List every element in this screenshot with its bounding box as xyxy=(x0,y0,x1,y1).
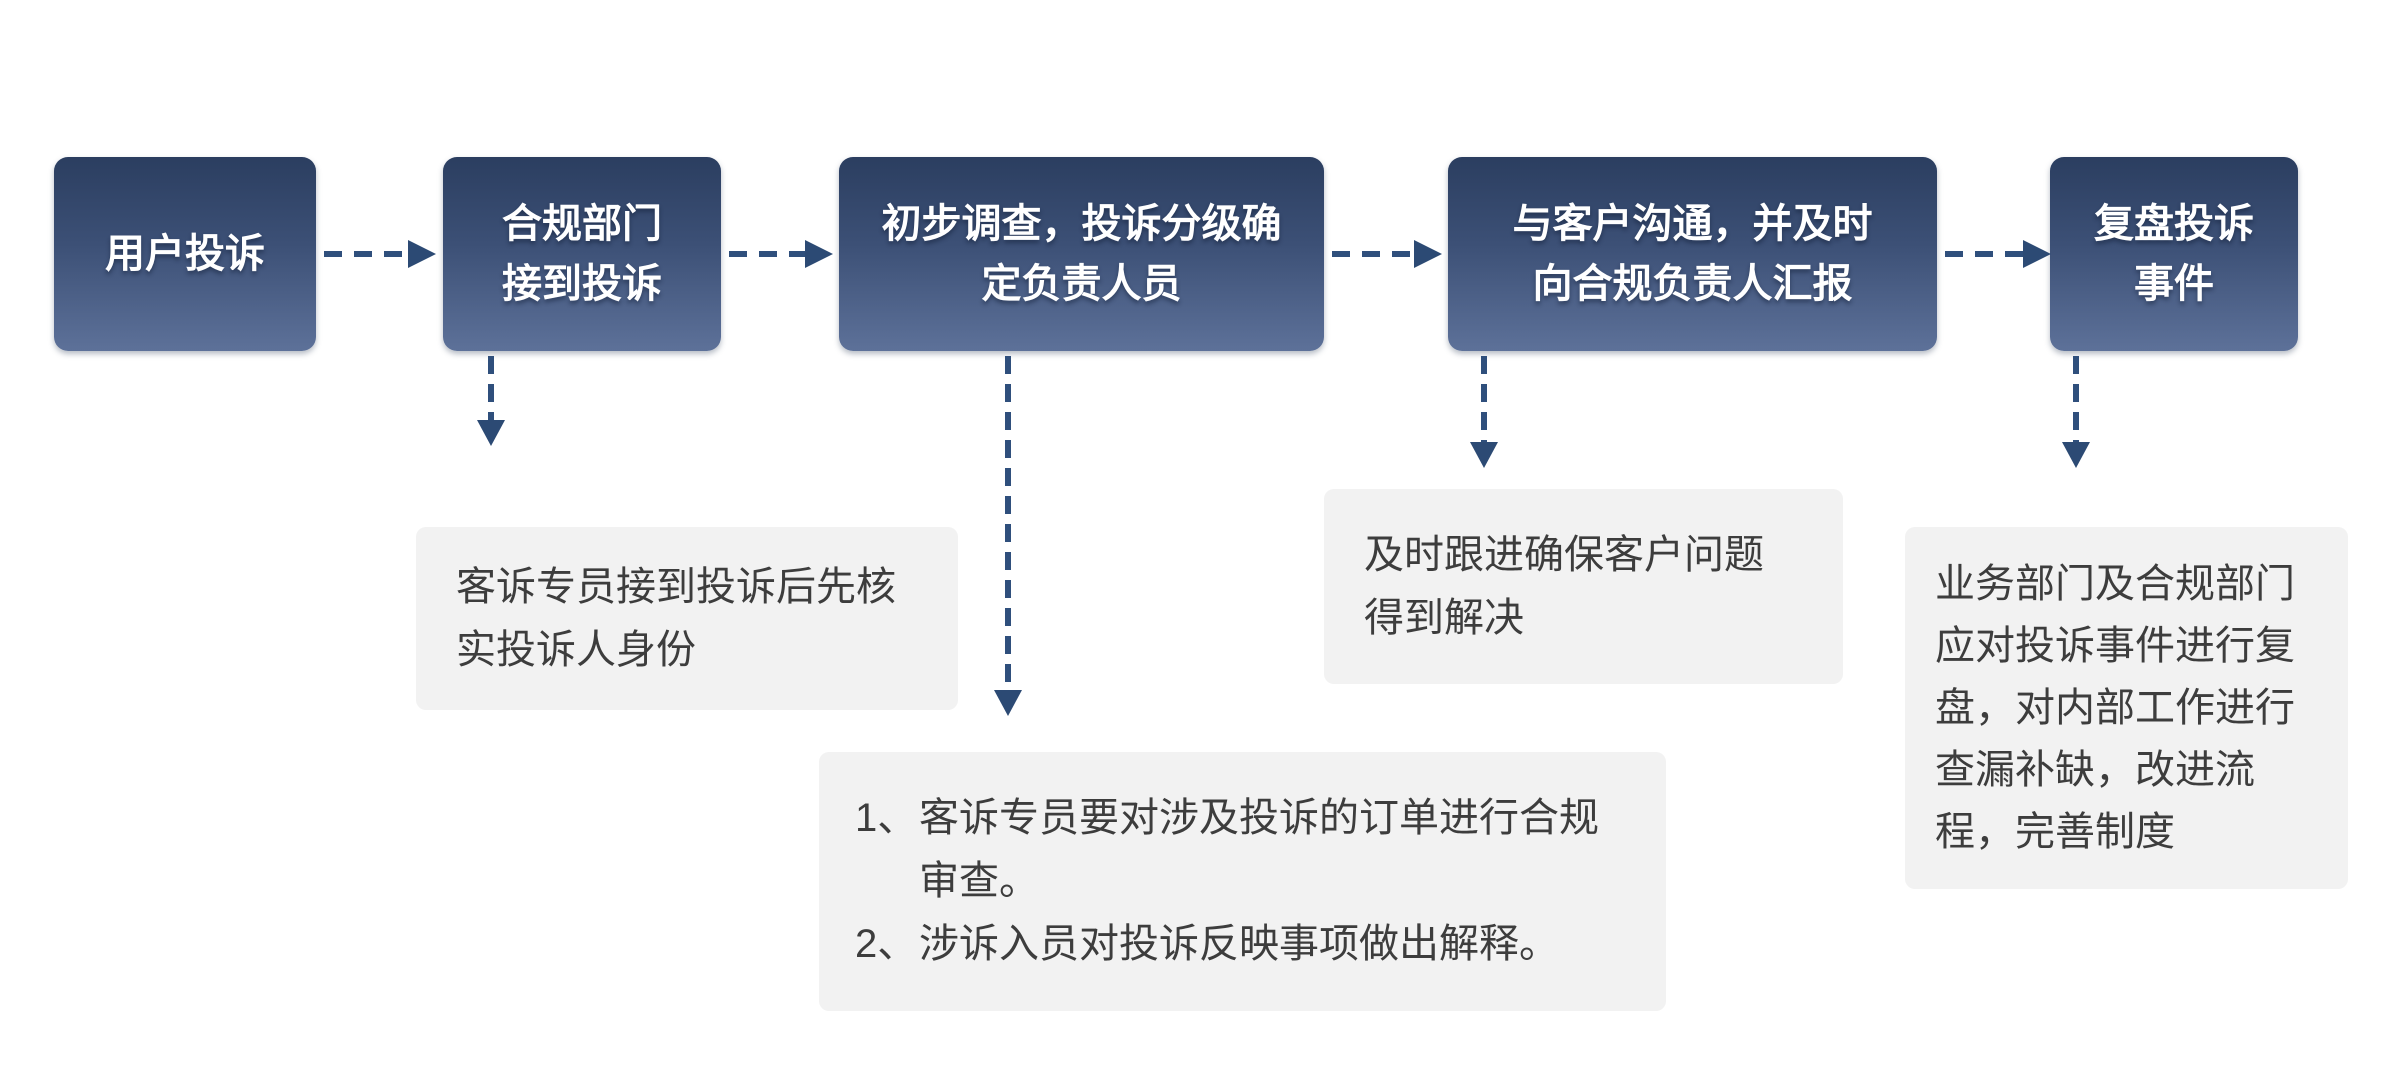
flow-node-label: 初步调查，投诉分级确 定负责人员 xyxy=(881,202,1282,306)
dashed-line xyxy=(1332,251,1414,257)
flow-node-initial-investigation: 初步调查，投诉分级确 定负责人员 xyxy=(839,157,1324,351)
dashed-line xyxy=(1945,251,2023,257)
note-compliance-review-list: 1、 客诉专员要对涉及投诉的订单进行合规审查。 2、 涉诉入员对投诉反映事项做出… xyxy=(819,752,1666,1011)
flow-node-label: 合规部门 接到投诉 xyxy=(502,202,662,306)
dashed-line xyxy=(488,356,494,420)
flow-node-label: 与客户沟通，并及时 向合规负责人汇报 xyxy=(1512,202,1873,306)
note-follow-up-resolution: 及时跟进确保客户问题得到解决 xyxy=(1324,489,1843,684)
flow-node-customer-communication: 与客户沟通，并及时 向合规负责人汇报 xyxy=(1448,157,1937,351)
list-item-text: 涉诉入员对投诉反映事项做出解释。 xyxy=(919,922,1559,966)
flow-node-compliance-receives: 合规部门 接到投诉 xyxy=(443,157,721,351)
arrowhead-right-icon xyxy=(805,240,833,268)
arrow-step4-to-note xyxy=(1470,356,1498,468)
note-text: 客诉专员接到投诉后先核实投诉人身份 xyxy=(456,564,896,672)
list-item-text: 客诉专员要对涉及投诉的订单进行合规审查。 xyxy=(919,796,1599,903)
arrowhead-right-icon xyxy=(408,240,436,268)
arrowhead-right-icon xyxy=(2023,240,2051,268)
dashed-line xyxy=(1481,356,1487,442)
arrowhead-down-icon xyxy=(2062,442,2090,468)
dashed-line xyxy=(324,251,408,257)
dashed-line xyxy=(1005,356,1011,690)
dashed-line xyxy=(729,251,805,257)
list-item-number: 2、 xyxy=(855,922,918,966)
flow-node-review-incident: 复盘投诉 事件 xyxy=(2050,157,2298,351)
list-item-number: 1、 xyxy=(855,796,918,840)
arrow-step3-to-step4 xyxy=(1332,240,1442,268)
arrow-step2-to-step3 xyxy=(729,240,833,268)
arrow-step3-to-note xyxy=(994,356,1022,716)
arrow-step4-to-step5 xyxy=(1945,240,2051,268)
arrowhead-down-icon xyxy=(994,690,1022,716)
arrowhead-right-icon xyxy=(1414,240,1442,268)
arrowhead-down-icon xyxy=(477,420,505,446)
note-verify-complainant-identity: 客诉专员接到投诉后先核实投诉人身份 xyxy=(416,527,958,710)
flow-node-label: 复盘投诉 事件 xyxy=(2094,202,2254,306)
dashed-line xyxy=(2073,356,2079,442)
arrowhead-down-icon xyxy=(1470,442,1498,468)
arrow-step5-to-note xyxy=(2062,356,2090,468)
list-item: 2、 涉诉入员对投诉反映事项做出解释。 xyxy=(855,913,1630,976)
arrow-step2-to-note xyxy=(477,356,505,446)
flow-node-label: 用户投诉 xyxy=(105,232,265,276)
note-text: 业务部门及合规部门应对投诉事件进行复盘，对内部工作进行查漏补缺，改进流程，完善制… xyxy=(1935,562,2295,854)
flow-node-user-complaint: 用户投诉 xyxy=(54,157,316,351)
note-text: 及时跟进确保客户问题得到解决 xyxy=(1364,532,1764,640)
arrow-step1-to-step2 xyxy=(324,240,436,268)
note-retrospective-improvement: 业务部门及合规部门应对投诉事件进行复盘，对内部工作进行查漏补缺，改进流程，完善制… xyxy=(1905,527,2348,889)
list-item: 1、 客诉专员要对涉及投诉的订单进行合规审查。 xyxy=(855,787,1630,913)
